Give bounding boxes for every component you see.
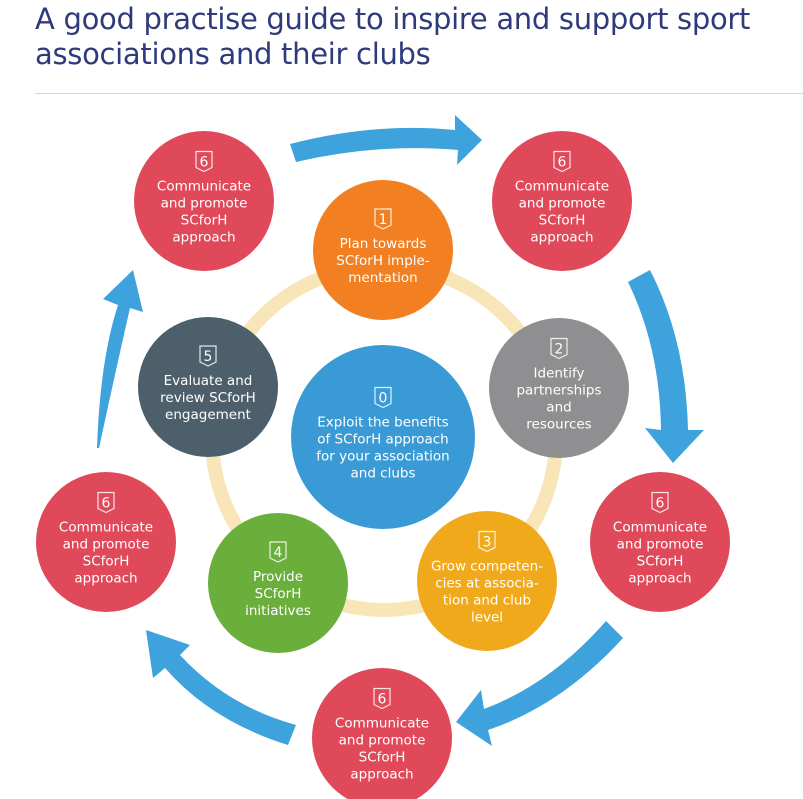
- node-label-line: approach: [530, 230, 593, 246]
- title-line-1: A good practise guide to inspire and sup…: [35, 2, 751, 36]
- node-label-line: Exploit the benefits: [317, 415, 448, 431]
- node-label-line: review SCforH: [160, 390, 256, 406]
- node-label-line: SCforH: [359, 750, 406, 766]
- node-label-line: Communicate: [613, 520, 707, 536]
- node-label-line: and promote: [617, 537, 704, 553]
- step-number: 5: [204, 349, 213, 365]
- node-label-line: SCforH: [255, 586, 302, 602]
- node-label-line: for your association: [316, 449, 449, 465]
- node-label-line: SCforH: [83, 554, 130, 570]
- step-number-badge: 1: [374, 208, 392, 230]
- node-label-line: Plan towards: [340, 236, 427, 252]
- step-number: 2: [555, 342, 564, 358]
- node-4-provide-circle: [208, 513, 348, 653]
- node-1-plan-circle: [313, 180, 453, 320]
- node-label-line: and clubs: [350, 466, 415, 482]
- step-number-badge: 2: [550, 337, 568, 360]
- arrow-left: [72, 270, 143, 448]
- node-label-line: cies at associa-: [435, 576, 539, 592]
- node-label-line: level: [471, 610, 503, 626]
- node-label-line: approach: [74, 571, 137, 587]
- node-label-line: and promote: [339, 733, 426, 749]
- node-label-line: Communicate: [515, 179, 609, 195]
- title-divider: [35, 93, 803, 94]
- node-label-line: resources: [526, 417, 591, 433]
- node-label-line: SCforH: [539, 213, 586, 229]
- step-number: 3: [483, 535, 492, 551]
- step-number-badge: 5: [199, 345, 217, 367]
- node-label-line: approach: [628, 571, 691, 587]
- node-label-line: and promote: [519, 196, 606, 212]
- step-number: 6: [656, 496, 665, 512]
- node-label-line: approach: [172, 230, 235, 246]
- node-label-line: Grow competen-: [431, 559, 543, 575]
- node-label-line: Communicate: [335, 716, 429, 732]
- step-number: 6: [200, 155, 209, 171]
- node-label-line: of SCforH approach: [317, 432, 448, 448]
- step-number-badge: 6: [195, 150, 213, 173]
- node-label-line: engagement: [165, 407, 251, 423]
- step-number: 0: [379, 391, 388, 407]
- node-label-line: mentation: [348, 270, 417, 286]
- node-label-line: Evaluate and: [164, 373, 253, 389]
- arrow-bottom-left: [146, 630, 296, 745]
- cycle-arrows: [72, 115, 704, 746]
- node-label-line: Provide: [253, 569, 303, 585]
- step-number-badge: 0: [374, 386, 392, 409]
- step-number-badge: 4: [269, 541, 287, 563]
- node-label-line: Communicate: [157, 179, 251, 195]
- node-3-grow-circle: [417, 511, 557, 651]
- node-label-line: SCforH: [637, 554, 684, 570]
- node-label-line: and promote: [63, 537, 150, 553]
- title-line-2: associations and their clubs: [35, 37, 431, 71]
- node-6-communicate-top-left-circle: [134, 131, 274, 271]
- step-number: 4: [274, 545, 283, 561]
- step-number-badge: 6: [373, 687, 391, 710]
- node-6-communicate-top-right-circle: [492, 131, 632, 271]
- node-label-line: and: [546, 400, 571, 416]
- node-label-line: partnerships: [516, 383, 601, 399]
- arrow-bottom-right: [456, 621, 623, 746]
- node-6-communicate-bottom-circle: [312, 668, 452, 799]
- node-label-line: SCforH imple-: [336, 253, 430, 269]
- node-label-line: approach: [350, 767, 413, 783]
- step-number-badge: 3: [478, 530, 496, 553]
- node-label-line: tion and club: [443, 593, 531, 609]
- arrow-right-upper: [628, 270, 704, 463]
- node-2-identify-circle: [489, 318, 629, 458]
- step-number: 1: [379, 212, 388, 228]
- node-0-exploit-circle: [291, 345, 475, 529]
- step-number-badge: 6: [553, 150, 571, 173]
- node-label-line: Identify: [534, 366, 585, 382]
- node-label-line: Communicate: [59, 520, 153, 536]
- node-label-line: and promote: [161, 196, 248, 212]
- step-number: 6: [558, 155, 567, 171]
- step-number: 6: [378, 692, 387, 708]
- step-number-badge: 6: [97, 491, 115, 514]
- node-5-evaluate-circle: [138, 317, 278, 457]
- step-number: 6: [102, 496, 111, 512]
- node-6-communicate-left-circle: [36, 472, 176, 612]
- node-label-line: SCforH: [181, 213, 228, 229]
- arrow-top: [290, 115, 482, 165]
- step-number-badge: 6: [651, 491, 669, 514]
- node-label-line: initiatives: [245, 603, 311, 619]
- node-6-communicate-right-circle: [590, 472, 730, 612]
- page-title: A good practise guide to inspire and sup…: [35, 2, 795, 72]
